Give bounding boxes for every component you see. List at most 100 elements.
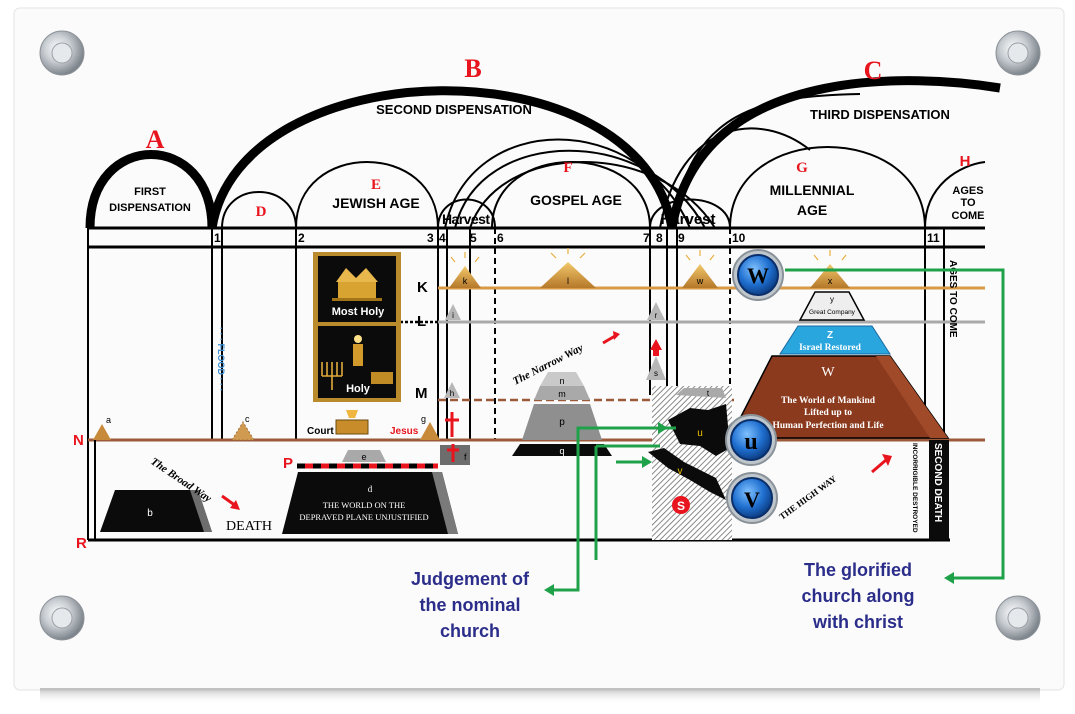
pyramid-n-letter: n <box>559 376 564 386</box>
ages-to-come-label-2: TO <box>960 197 976 209</box>
pyramid-s-letter: s <box>654 369 658 378</box>
pyramid-w <box>682 250 718 288</box>
incorrigible-label: INCORRIGIBLE DESTROYED <box>911 443 918 533</box>
second-dispensation-label: SECOND DISPENSATION <box>376 102 532 117</box>
glorified-callout-2: church along <box>801 586 914 606</box>
dispensation-b-letter: B <box>464 54 481 83</box>
cross-icon <box>447 444 459 462</box>
court-label: Court <box>307 426 334 437</box>
second-death-label: SECOND DEATH <box>932 443 943 522</box>
pyramid-s <box>646 356 666 380</box>
pyramid-a-letter: a <box>106 415 111 425</box>
arrow-icon <box>544 584 554 596</box>
pyramid-d-letter: d <box>368 484 373 494</box>
israel-restored-label: Israel Restored <box>799 343 862 353</box>
ages-to-come-label-3: COME <box>952 210 985 222</box>
plane-l-label: L <box>417 313 426 330</box>
pyramid-r-letter: r <box>655 311 658 320</box>
plane-k-label: K <box>417 279 428 296</box>
pyramid-g-letter: g <box>421 414 426 424</box>
pyramid-e <box>342 450 386 462</box>
pyramid-x <box>810 250 850 288</box>
pyramid-w-letter: w <box>696 276 704 286</box>
millennial-age-label-1: MILLENNIAL <box>770 182 855 198</box>
plane-s-label: S <box>677 499 685 513</box>
pyramid-x-letter: x <box>828 276 833 286</box>
arrow-icon <box>871 458 887 474</box>
age-h-letter: H <box>960 153 971 170</box>
gospel-age-label: GOSPEL AGE <box>530 192 622 208</box>
age-g-letter: G <box>796 160 808 176</box>
harvest-label-2: Harvest <box>660 211 715 228</box>
most-holy-label: Most Holy <box>332 306 385 318</box>
marker-3: 3 <box>427 231 434 245</box>
pyramid-k <box>449 252 481 288</box>
pyramid-f-letter: f <box>464 452 467 462</box>
age-d-letter: D <box>256 204 267 220</box>
pyramid-y <box>798 291 866 321</box>
callout-arrows <box>550 268 1005 592</box>
third-dispensation-label: THIRD DISPENSATION <box>810 107 950 122</box>
jesus-label: Jesus <box>390 426 419 437</box>
pyramid-y-letter: y <box>830 295 834 304</box>
judgement-callout-1: Judgement of <box>411 569 530 589</box>
marker-5: 5 <box>470 231 477 245</box>
flood-label: · · · FLOOD · · · <box>216 327 226 391</box>
judgement-callout-2: the nominal <box>419 595 520 615</box>
marker-8: 8 <box>656 231 663 245</box>
glorified-callout-3: with christ <box>812 612 903 632</box>
mankind-label-2: Lifted up to <box>804 408 852 418</box>
world-label-1: THE WORLD ON THE <box>323 500 406 510</box>
marker-9: 9 <box>678 231 685 245</box>
millennial-age-label-2: AGE <box>797 202 827 218</box>
pyramid-b-letter: b <box>147 508 153 519</box>
pyramid-g <box>420 422 440 440</box>
marker-10: 10 <box>732 231 746 245</box>
marker-11: 11 <box>927 231 940 245</box>
death-label: DEATH <box>226 519 272 534</box>
plane-m-label: M <box>415 385 428 402</box>
cross-icon <box>445 412 459 437</box>
panel-shadow <box>40 688 1040 704</box>
marker-2: 2 <box>298 231 305 245</box>
arrow-icon <box>642 456 652 468</box>
first-dispensation-label-1: FIRST <box>134 186 166 198</box>
pyramid-k-letter: k <box>463 276 468 286</box>
pyramid-e-letter: e <box>361 452 366 462</box>
ages-to-come-vertical: AGES TO COME <box>947 260 958 338</box>
harvest-judgement-block <box>648 386 732 540</box>
circle-u <box>725 414 777 466</box>
arrow-icon <box>602 334 616 345</box>
pyramid-b <box>100 490 212 532</box>
screw-icon <box>995 595 1041 641</box>
pyramid-i <box>445 304 461 320</box>
pyramid-z-letter: Z <box>827 330 833 341</box>
circle-v-letter: V <box>744 487 760 512</box>
pyramid-v-letter: v <box>678 466 683 477</box>
pyramid-d <box>282 472 458 534</box>
circle-w <box>732 249 784 301</box>
pyramid-t-letter: t <box>707 389 710 398</box>
mankind-label-3: Human Perfection and Life <box>772 421 883 431</box>
pyramid-q-letter: q <box>559 446 564 456</box>
dispensation-c-letter: C <box>864 56 883 85</box>
marker-6: 6 <box>497 231 504 245</box>
screw-icon <box>995 30 1041 76</box>
pyramid-h <box>444 382 460 398</box>
screw-icon <box>39 595 85 641</box>
pyramid-l <box>540 248 596 288</box>
judgement-callout-3: church <box>440 621 500 641</box>
arrow-icon <box>658 422 668 434</box>
first-dispensation-label-2: DISPENSATION <box>109 202 191 214</box>
marker-7: 7 <box>643 231 650 245</box>
dispensation-a-letter: A <box>146 125 165 154</box>
s-badge <box>672 496 690 514</box>
circle-u-letter: u <box>744 429 757 455</box>
age-e-letter: E <box>371 177 381 193</box>
pyramid-u-letter: u <box>697 428 703 439</box>
up-arrow-icon <box>650 339 662 356</box>
pyramid-a <box>93 424 111 440</box>
pyramid-big-w-letter: W <box>821 365 835 380</box>
pyramid-c <box>231 421 255 441</box>
